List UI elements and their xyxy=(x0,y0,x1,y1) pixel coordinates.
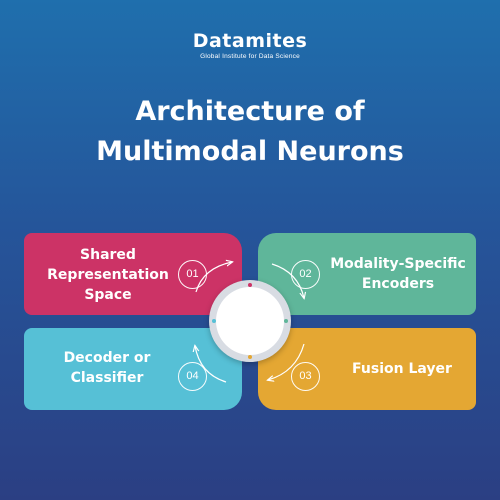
hub-dot-step-03 xyxy=(248,355,252,359)
step-label: Decoder or Classifier xyxy=(42,348,172,388)
center-hub-inner xyxy=(216,287,284,355)
brand-tagline: Global Institute for Data Science xyxy=(200,53,300,60)
step-card-03: 03 Fusion Layer xyxy=(258,328,476,410)
step-label-line: Decoder or xyxy=(63,350,151,366)
hub-dot-step-04 xyxy=(212,319,216,323)
hub-dot-step-01 xyxy=(248,283,252,287)
arrow-to-step-01 xyxy=(195,262,232,293)
step-label-line: Space xyxy=(84,287,132,303)
arrow-to-step-03 xyxy=(268,343,305,380)
step-card-01: Shared Representation Space 01 xyxy=(24,233,242,315)
step-label-line: Representation xyxy=(47,267,169,283)
brand-logo: Datamites Global Institute for Data Scie… xyxy=(0,30,500,60)
step-label-line: Classifier xyxy=(70,370,144,386)
step-label: Modality-Specific Encoders xyxy=(324,254,472,294)
step-number-badge: 03 xyxy=(291,362,320,391)
step-card-02: 02 Modality-Specific Encoders xyxy=(258,233,476,315)
step-label-line: Shared xyxy=(80,247,136,263)
step-number-badge: 04 xyxy=(178,362,207,391)
brand-name: Datamites xyxy=(192,30,308,52)
center-hub xyxy=(209,280,291,362)
page-title: Architecture of Multimodal Neurons xyxy=(0,92,500,172)
step-label: Shared Representation Space xyxy=(38,245,178,305)
step-label-line: Modality-Specific xyxy=(330,256,466,272)
title-line-2: Multimodal Neurons xyxy=(96,136,404,167)
step-label: Fusion Layer xyxy=(342,359,462,379)
arrow-to-step-02 xyxy=(271,263,304,298)
arrow-to-step-04 xyxy=(195,346,227,383)
hub-dot-step-02 xyxy=(284,319,288,323)
step-label-line: Encoders xyxy=(361,276,435,292)
step-label-line: Fusion Layer xyxy=(352,361,452,377)
title-line-1: Architecture of xyxy=(135,96,365,127)
